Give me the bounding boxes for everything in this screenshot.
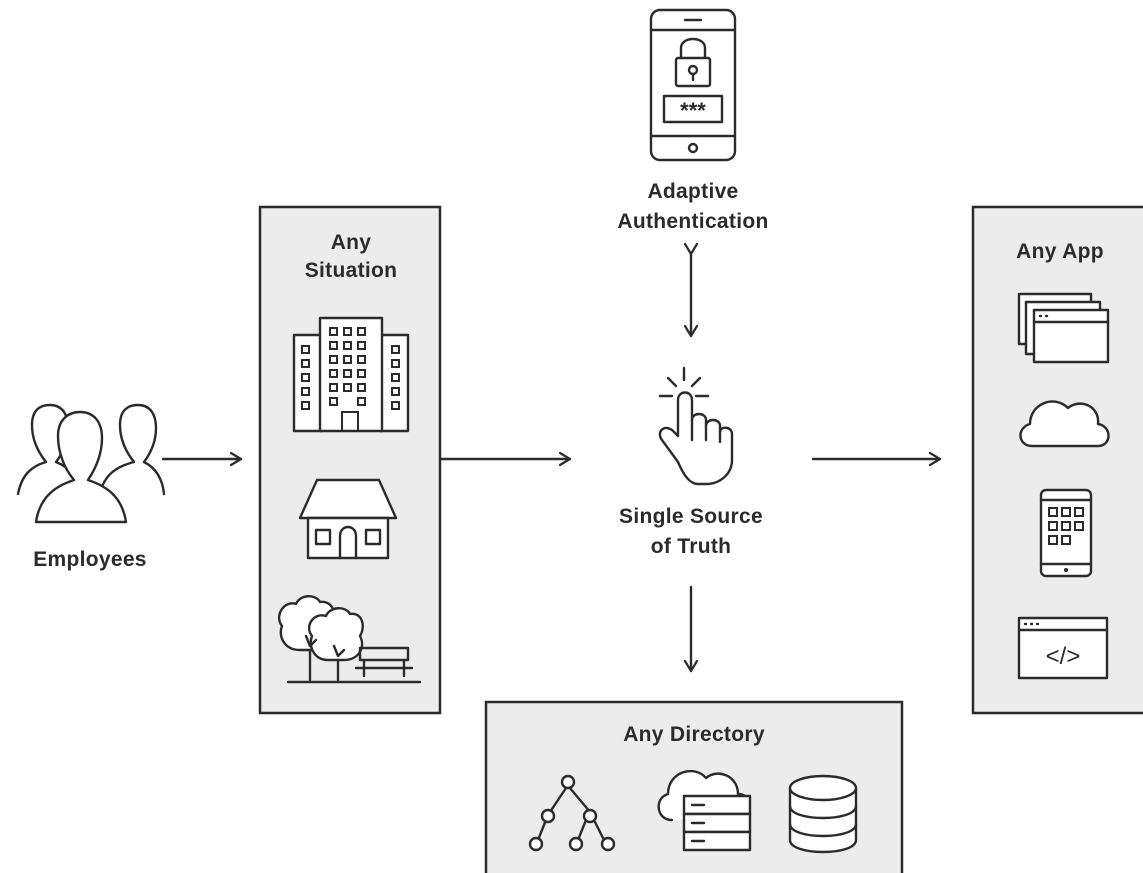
auth-label-line1: Adaptive (647, 180, 738, 203)
hierarchy-tree-icon (528, 774, 616, 852)
cloud-icon (1019, 400, 1110, 448)
cloud-server-icon (657, 769, 752, 852)
auth-label-line2: Authentication (617, 210, 768, 233)
database-icon (788, 774, 858, 854)
house-icon (298, 478, 398, 560)
situation-label-line2: Situation (305, 259, 398, 282)
app-panel (971, 205, 1143, 715)
tap-finger-icon (658, 366, 734, 486)
browser-windows-icon (1017, 292, 1110, 364)
code-glyph: </> (1046, 643, 1081, 670)
park-icon (277, 595, 422, 684)
employees-label: Employees (33, 548, 147, 571)
users-icon (16, 403, 166, 524)
truth-label-line1: Single Source (619, 505, 763, 528)
office-building-icon (292, 316, 410, 433)
tablet-apps-icon (1039, 488, 1093, 578)
pin-mask: *** (680, 98, 706, 123)
app-label: Any App (1016, 240, 1104, 263)
code-window-icon: </> (1017, 616, 1109, 680)
situation-label-line1: Any (331, 231, 372, 254)
truth-label-line2: of Truth (651, 535, 732, 558)
smartphone-lock-icon: *** (649, 8, 737, 162)
directory-label: Any Directory (623, 723, 765, 746)
